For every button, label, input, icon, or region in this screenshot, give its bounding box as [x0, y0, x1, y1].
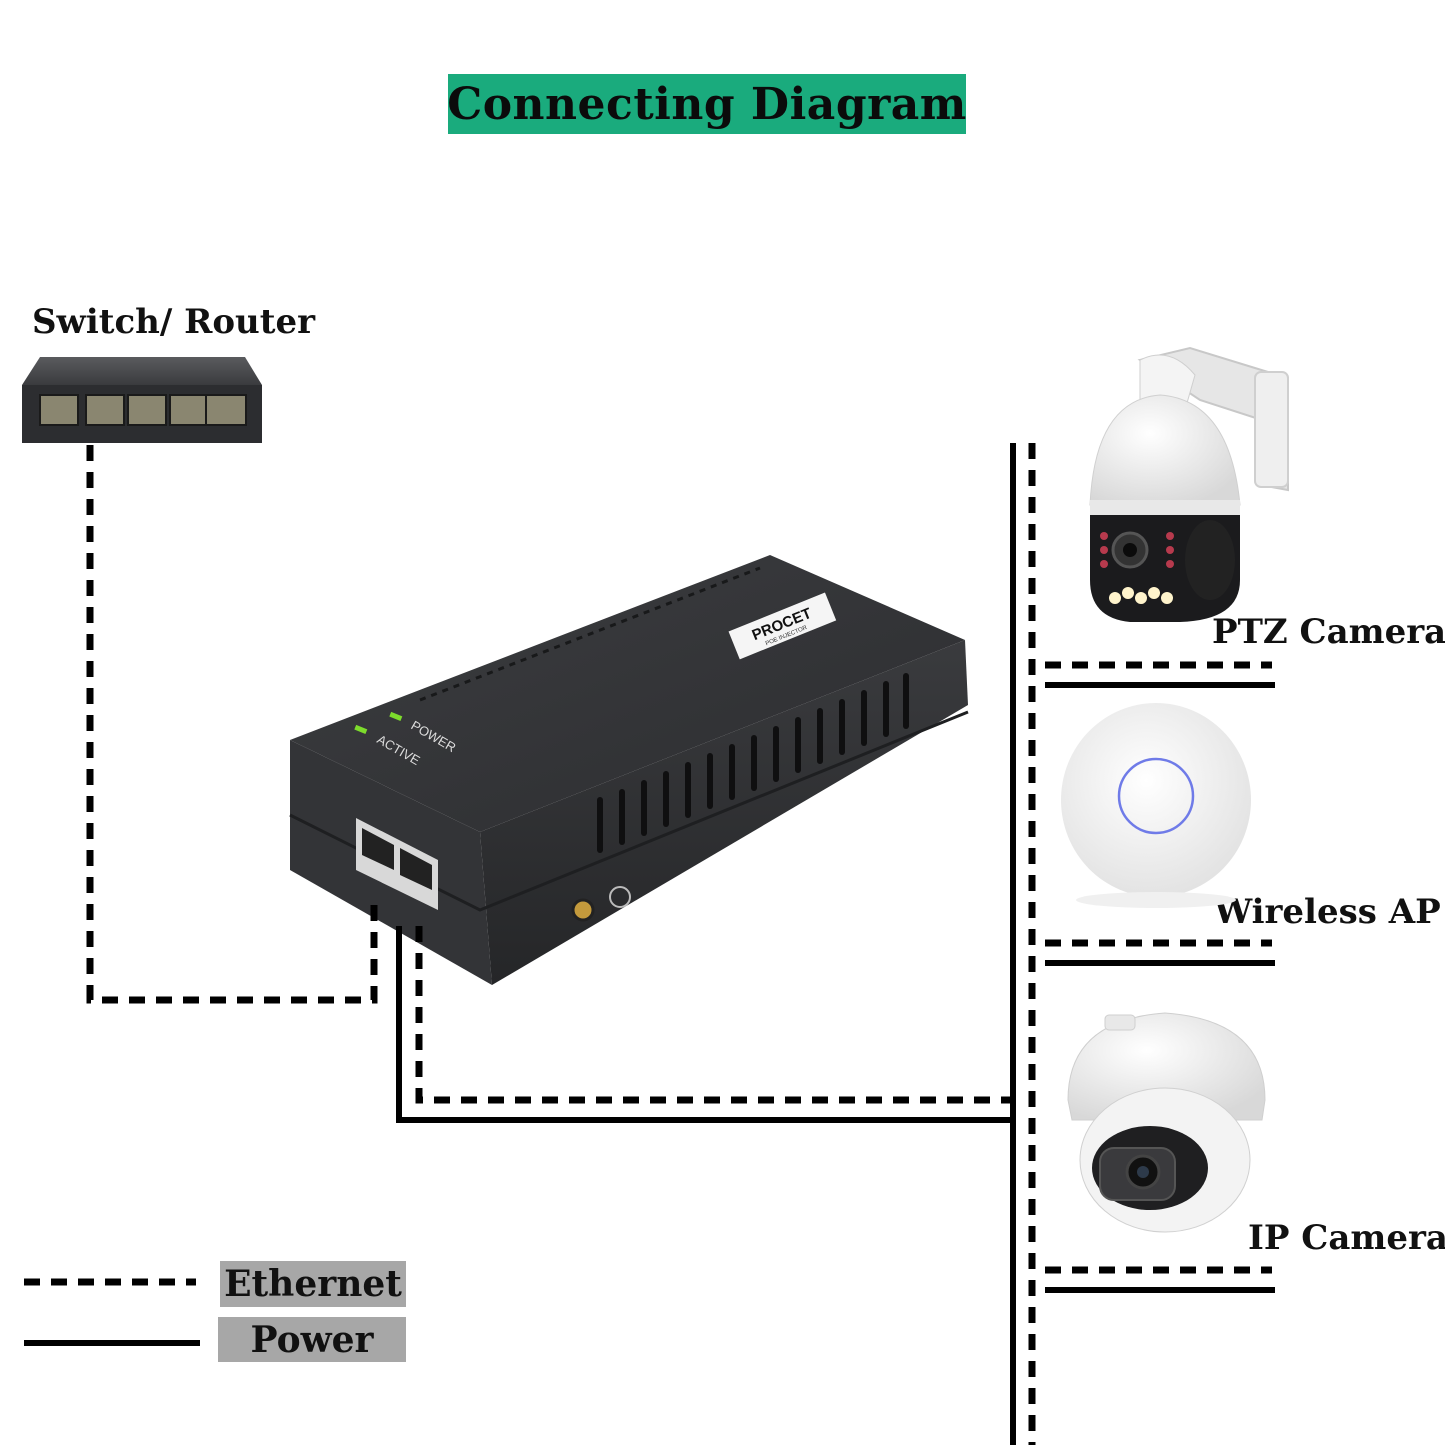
ip-camera-device: [1067, 1012, 1266, 1233]
legend-power-label: Power: [218, 1317, 406, 1362]
power-injector-to-bus: [396, 926, 1013, 1123]
wireless-ap-label: Wireless AP: [1214, 892, 1441, 932]
ip-camera-label: IP Camera: [1248, 1218, 1445, 1258]
legend-samples: [24, 1278, 200, 1346]
legend-ethernet-label: Ethernet: [220, 1261, 406, 1307]
switch-ports: [39, 394, 247, 426]
injector-rj45-ports: [356, 818, 438, 910]
ethernet-injector-to-bus: [415, 926, 1013, 1104]
active-led: [354, 724, 368, 735]
title-banner: Connecting Diagram: [447, 74, 967, 134]
switch-router-label: Switch/ Router: [32, 302, 316, 342]
poe-injector-device: PROCET POE INJECTOR POWER ACTIVE: [289, 555, 969, 985]
ethernet-switch-to-injector: [86, 445, 378, 1004]
injector-vents: [597, 673, 909, 853]
switch-router-device: [22, 357, 262, 443]
diagram-title: Connecting Diagram: [447, 78, 967, 130]
ptz-camera-label: PTZ Camera: [1212, 612, 1445, 652]
power-led: [389, 711, 403, 722]
dc-jack: [571, 898, 595, 922]
ptz-camera-device: [1089, 346, 1289, 622]
ap-status-ring: [1117, 757, 1195, 835]
wireless-ap-device: [1061, 703, 1251, 908]
connection-lines: [86, 443, 1275, 1445]
ground-icon: [609, 886, 631, 908]
